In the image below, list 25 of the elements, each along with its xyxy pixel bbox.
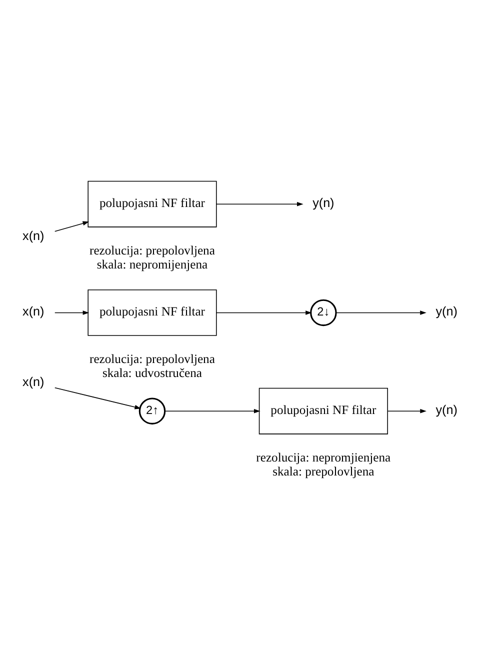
- arrow: [54, 220, 89, 232]
- node-text: x(n): [22, 304, 44, 318]
- arrow: [386, 408, 426, 413]
- node-box: polupojasni NF filtar: [87, 180, 216, 227]
- arrow: [216, 201, 303, 206]
- node-label: rezolucija: prepolovljena: [89, 242, 214, 257]
- node-label: skala: nepromijenjena: [96, 256, 208, 271]
- node-circle: 2↑: [138, 397, 166, 424]
- node-text: y(n): [312, 196, 334, 210]
- node-label: rezolucija: nepromjienjena: [256, 450, 390, 464]
- node-label: rezolucija: prepolovljena: [89, 351, 214, 366]
- node-text: y(n): [435, 304, 457, 318]
- arrow: [335, 310, 426, 314]
- node-label: skala: udvostručena: [102, 366, 202, 380]
- node-text: x(n): [22, 374, 44, 388]
- node-circle: 2↓: [310, 298, 336, 326]
- node-text: x(n): [22, 228, 44, 243]
- arrow: [216, 310, 312, 314]
- node-text: y(n): [435, 402, 457, 417]
- node-box: polupojasni NF filtar: [258, 387, 388, 434]
- arrow: [54, 386, 141, 409]
- node-box: polupojasni NF filtar: [87, 289, 216, 336]
- arrow: [164, 408, 260, 413]
- node-label: skala: prepolovljena: [272, 464, 374, 478]
- arrow: [54, 310, 89, 314]
